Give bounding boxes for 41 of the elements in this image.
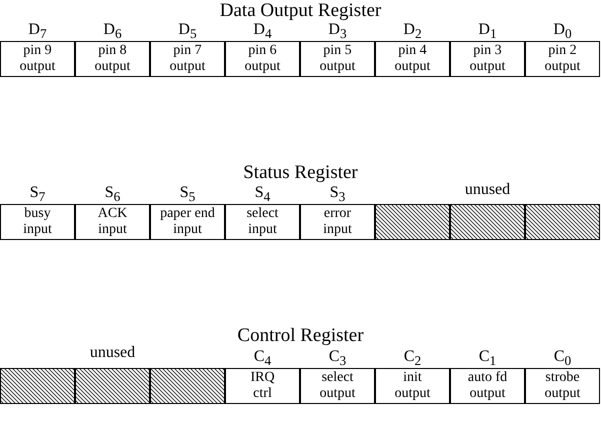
register-cell: init output [375, 368, 450, 404]
register-cell: select output [300, 368, 375, 404]
register-cell: paper end input [150, 204, 225, 240]
bit-label: D$_{0}$ [552, 20, 573, 44]
bit-label: S$_{6}$ [104, 183, 122, 206]
unused-label: unused [464, 181, 512, 199]
bit-label: D$_{7}$ [27, 20, 48, 44]
bit-label: S$_{4}$ [254, 183, 272, 206]
register-cell: pin 2 output [525, 41, 600, 77]
register-cell: busy input [0, 204, 75, 240]
bit-label: C$_{0}$ [552, 347, 572, 370]
bit-label: C$_{2}$ [402, 347, 422, 370]
register-cell: pin 9 output [0, 41, 75, 77]
register-cell: ACK input [75, 204, 150, 240]
register-title: Control Register [236, 325, 365, 347]
bit-label: S$_{7}$ [28, 183, 46, 206]
bit-label: D$_{3}$ [327, 20, 348, 44]
bit-label: S$_{5}$ [178, 183, 196, 206]
bit-label: C$_{4}$ [252, 347, 272, 370]
register-cell: pin 7 output [150, 41, 225, 77]
register-cell: error input [300, 204, 375, 240]
register-cell: pin 6 output [225, 41, 300, 77]
register-cell: pin 8 output [75, 41, 150, 77]
bit-label: C$_{1}$ [478, 347, 498, 370]
bit-label: D$_{1}$ [477, 20, 498, 44]
bit-label: D$_{6}$ [102, 20, 123, 44]
bit-label: C$_{3}$ [328, 347, 348, 370]
register-cell: select input [225, 204, 300, 240]
register-cell: pin 3 output [450, 41, 525, 77]
bit-label: S$_{3}$ [328, 183, 346, 206]
register-cell: pin 4 output [375, 41, 450, 77]
bit-label: D$_{4}$ [252, 20, 273, 44]
unused-label: unused [88, 344, 136, 362]
register-cell: pin 5 output [300, 41, 375, 77]
register-cell: IRQ ctrl [225, 368, 300, 404]
register-title: Data Output Register [218, 0, 382, 22]
register-cell: strobe output [525, 368, 600, 404]
bit-label: D$_{5}$ [177, 20, 198, 44]
bit-label: D$_{2}$ [402, 20, 423, 44]
register-cell: auto fd output [450, 368, 525, 404]
register-title: Status Register [242, 162, 359, 184]
